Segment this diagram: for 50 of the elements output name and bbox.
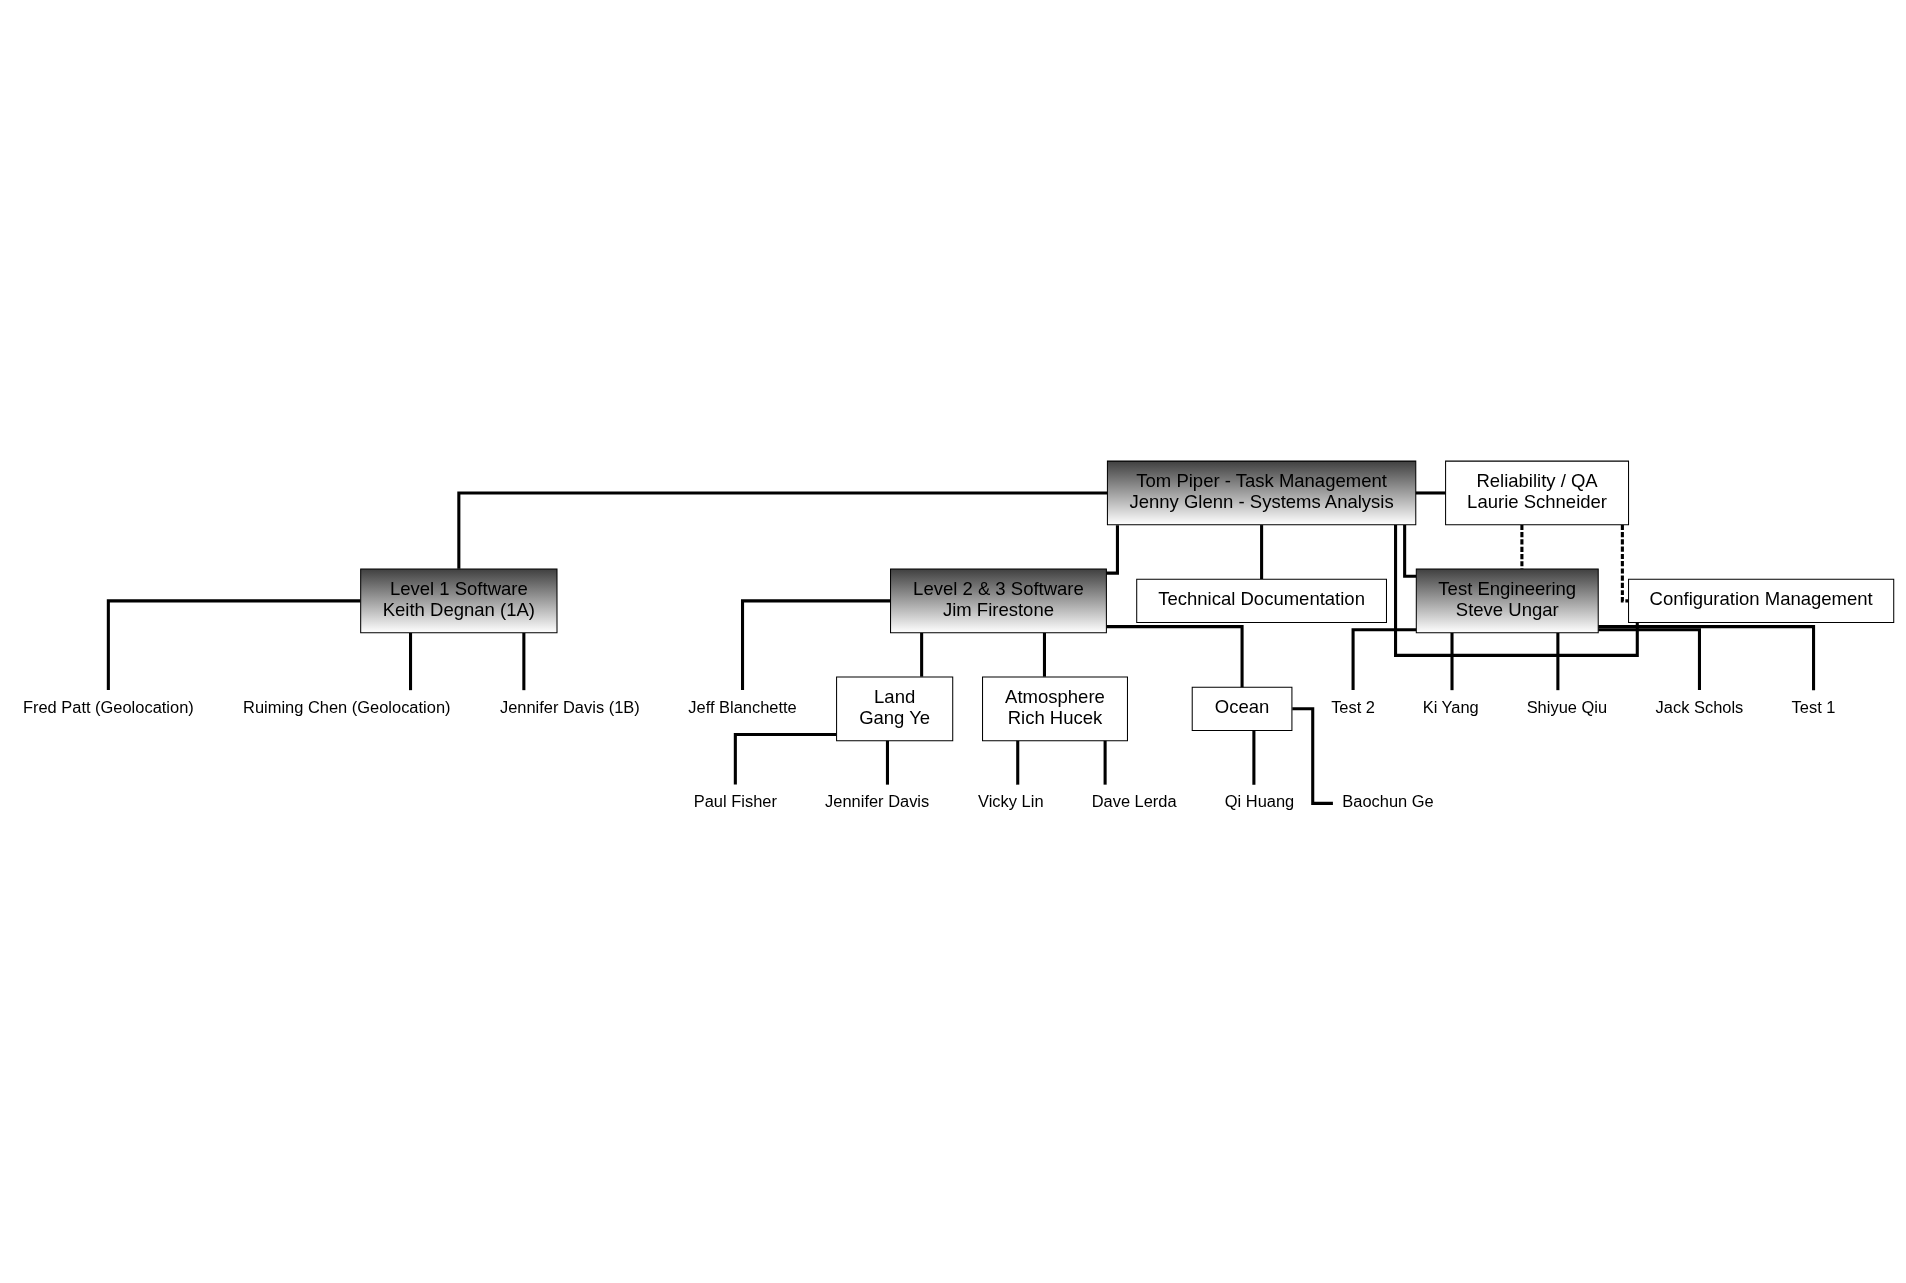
node-box: Test Engineering Steve Ungar: [1415, 568, 1599, 634]
connector: [1015, 740, 1019, 785]
node-box: Atmosphere Rich Hucek: [981, 676, 1128, 742]
connector: [521, 633, 525, 691]
node-box: Configuration Management: [1627, 578, 1894, 623]
node-box: Tom Piper - Task Management Jenny Glenn - Systems Analysis: [1106, 460, 1416, 526]
node-text: Paul Fisher: [693, 792, 777, 811]
connector: [885, 740, 889, 785]
node-text: Test 2: [1330, 697, 1375, 716]
connector: [1555, 633, 1559, 691]
node-text: Vicky Lin: [977, 792, 1044, 811]
node-text: Ruiming Chen (Geolocation): [242, 697, 451, 716]
connector: [1393, 525, 1639, 657]
node-box: Technical Documentation: [1135, 578, 1387, 623]
connector: [1103, 740, 1107, 785]
connector: [1251, 730, 1255, 785]
node-box: Land Gang Ye: [835, 676, 953, 742]
node-box: Ocean: [1191, 686, 1292, 731]
connector: [1351, 628, 1416, 691]
connector: [1449, 633, 1454, 691]
connector: [1620, 525, 1628, 603]
connector: [919, 633, 923, 677]
connector: [408, 633, 412, 691]
connector: [733, 733, 836, 785]
node-text: Dave Lerda: [1091, 792, 1177, 811]
node-box: Reliability / QA Laurie Schneider: [1444, 460, 1629, 526]
node-text: Test 1: [1791, 697, 1835, 716]
connector: [1105, 525, 1119, 575]
connector: [740, 599, 890, 691]
connector: [1597, 625, 1815, 691]
node-text: Jeff Blanchette: [687, 697, 797, 716]
connector: [1519, 525, 1523, 569]
node-box: Level 2 & 3 Software Jim Firestone: [889, 568, 1107, 634]
node-text: Shiyue Qiu: [1526, 697, 1607, 716]
connector: [1597, 628, 1701, 691]
node-text: Fred Patt (Geolocation): [22, 697, 194, 716]
connector: [456, 491, 1107, 569]
node-text: Jack Schols: [1655, 697, 1743, 716]
connector: [1259, 525, 1263, 579]
connector: [106, 599, 360, 691]
node-text: Ki Yang: [1422, 697, 1479, 716]
connector: [1415, 491, 1445, 495]
node-text: Jennifer Davis: [824, 792, 929, 811]
connector: [1042, 633, 1046, 677]
node-text: Qi Huang: [1224, 792, 1294, 811]
node-text: Jennifer Davis (1B): [499, 697, 640, 716]
connector: [1106, 625, 1244, 688]
connector: [1402, 524, 1416, 578]
node-text: Baochun Ge: [1341, 792, 1434, 811]
node-box: Level 1 Software Keith Degnan (1A): [359, 568, 557, 634]
